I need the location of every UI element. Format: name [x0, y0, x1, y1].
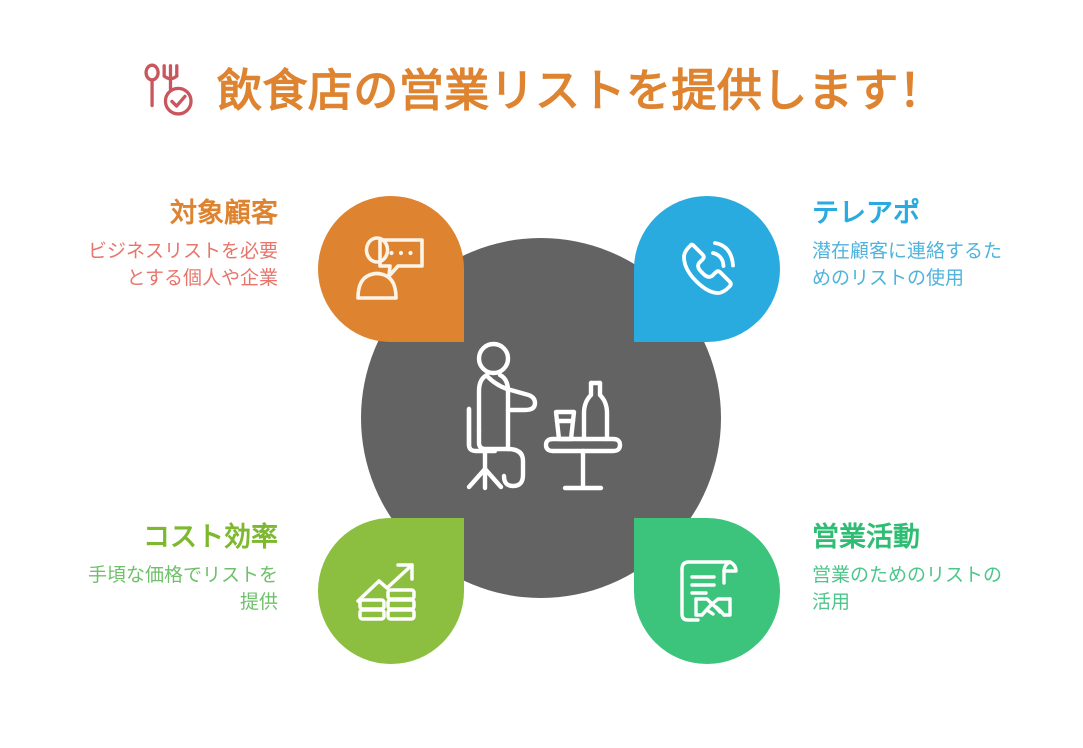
quadrant-heading-cost-efficiency: コスト効率	[143, 522, 278, 552]
page-title: 飲食店の営業リストを提供します！	[216, 64, 945, 116]
page-title-row: 飲食店の営業リストを提供します！	[0, 50, 1083, 130]
quadrant-body-line: 潜在顧客に連絡するた	[812, 241, 1003, 263]
quadrant-body-line: ビジネスリストを必要	[87, 241, 278, 263]
fork-spoon-check-icon	[144, 63, 193, 116]
person-dining-at-table-icon	[466, 341, 623, 491]
user-speech-bubble-icon	[356, 236, 424, 300]
phone-call-waves-icon	[682, 241, 735, 295]
quadrant-body-target-customers: ビジネスリストを必要 とする個人や企業	[26, 239, 278, 293]
quadrant-heading-telemarketing: テレアポ	[812, 198, 920, 228]
quadrant-body-cost-efficiency: 手頃な価格でリストを 提供	[26, 563, 278, 617]
quadrant-bottom-left: コスト効率 手頃な価格でリストを 提供	[26, 522, 278, 617]
quadrant-body-line: 提供	[239, 592, 278, 614]
quadrant-bottom-right: 営業活動 営業のためのリストの 活用	[812, 522, 1064, 617]
pod-target-customers[interactable]	[318, 196, 464, 342]
coins-growth-arrow-icon	[356, 563, 416, 621]
quadrant-body-line: 営業のためのリストの	[812, 565, 1003, 587]
quadrant-body-telemarketing: 潜在顧客に連絡するた めのリストの使用	[812, 239, 1064, 293]
quadrant-body-sales-activity: 営業のためのリストの 活用	[812, 563, 1064, 617]
quadrant-body-line: めのリストの使用	[812, 268, 965, 290]
quadrant-heading-target-customers: 対象顧客	[170, 198, 278, 228]
quadrant-top-left: 対象顧客 ビジネスリストを必要 とする個人や企業	[26, 198, 278, 293]
quadrant-body-line: 手頃な価格でリストを	[87, 565, 278, 587]
quadrant-body-line: とする個人や企業	[126, 268, 278, 290]
contract-handshake-icon	[680, 560, 738, 622]
quadrant-heading-sales-activity: 営業活動	[812, 522, 920, 552]
pod-cost-efficiency[interactable]	[318, 518, 464, 664]
pod-sales-activity[interactable]	[634, 518, 780, 664]
quadrant-top-right: テレアポ 潜在顧客に連絡するた めのリストの使用	[812, 198, 1064, 293]
pod-telemarketing[interactable]	[634, 196, 780, 342]
quadrant-body-line: 活用	[812, 592, 851, 614]
